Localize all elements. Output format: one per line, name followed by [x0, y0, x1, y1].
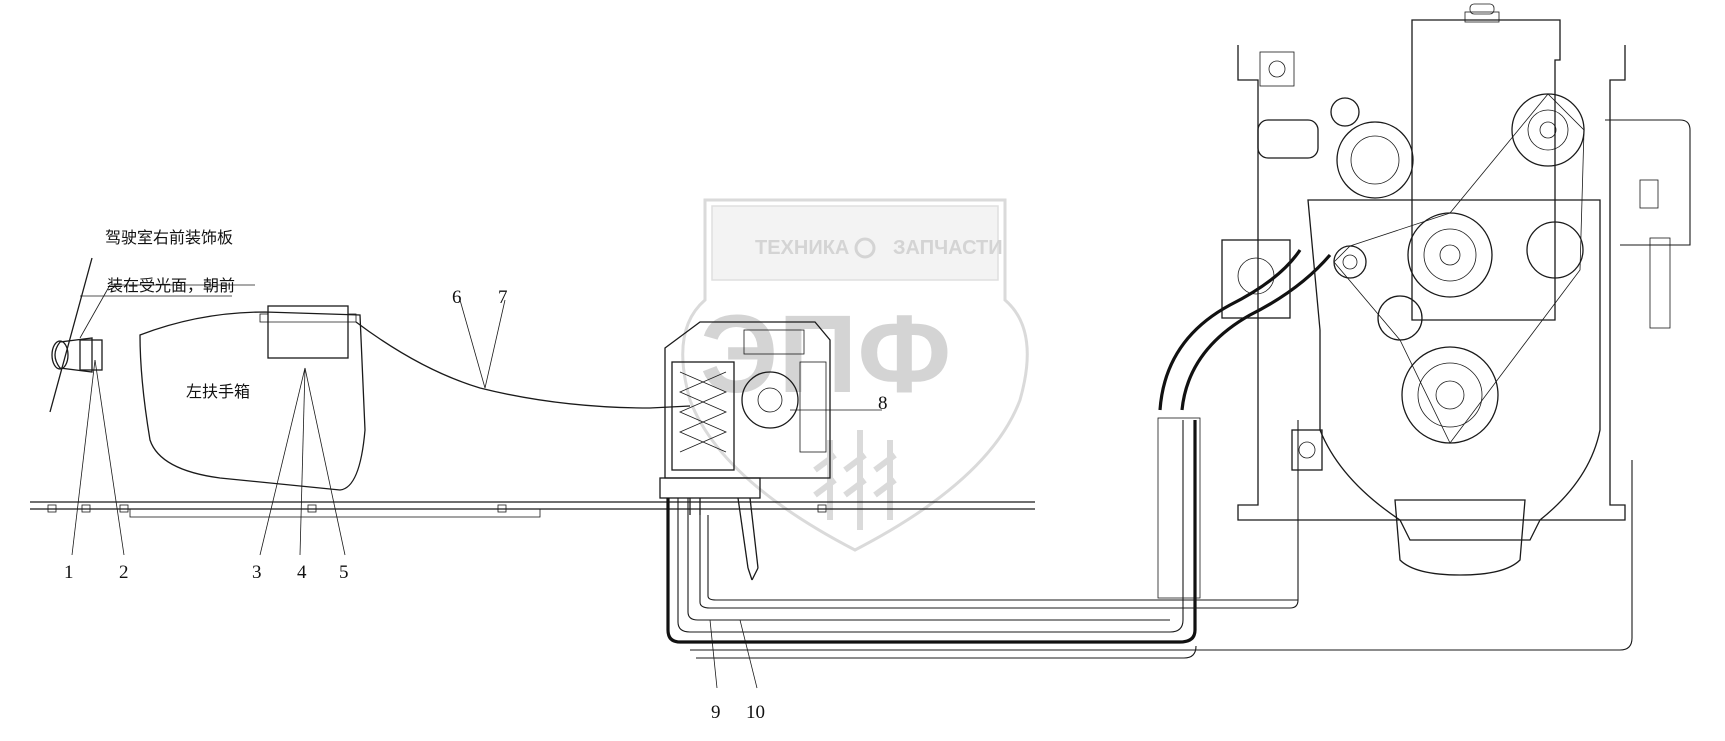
- label-trim-panel: 驾驶室右前装饰板: [105, 228, 233, 247]
- leader-lines: [71, 284, 882, 689]
- callout-4: 4: [297, 562, 307, 583]
- callout-6: 6: [452, 287, 462, 308]
- light-sensor: [49, 257, 103, 413]
- callout-7: 7: [498, 287, 508, 308]
- label-mount-note: 装在受光面，朝前: [107, 276, 235, 295]
- callout-5: 5: [339, 562, 349, 583]
- watermark-brand-left: ТЕХНИКА: [755, 237, 849, 259]
- engine: [1221, 3, 1691, 576]
- floor-plate: [30, 501, 1035, 518]
- callout-9: 9: [711, 702, 721, 723]
- callout-1: 1: [64, 562, 74, 583]
- callout-10: 10: [746, 702, 765, 723]
- hvac-unit: [659, 321, 831, 581]
- ac-controller: [259, 305, 357, 359]
- armrest-box: [139, 311, 366, 491]
- watermark-brand-right: ЗАПЧАСТИ: [893, 237, 1003, 259]
- callout-8: 8: [878, 393, 888, 414]
- control-cable: [355, 321, 691, 409]
- label-armrest-box: 左扶手箱: [186, 382, 250, 401]
- callout-2: 2: [119, 562, 129, 583]
- callout-3: 3: [252, 562, 262, 583]
- heater-hoses: [666, 249, 1633, 659]
- watermark-wheat-icon: [813, 430, 897, 530]
- watermark-gear-icon: [854, 237, 876, 259]
